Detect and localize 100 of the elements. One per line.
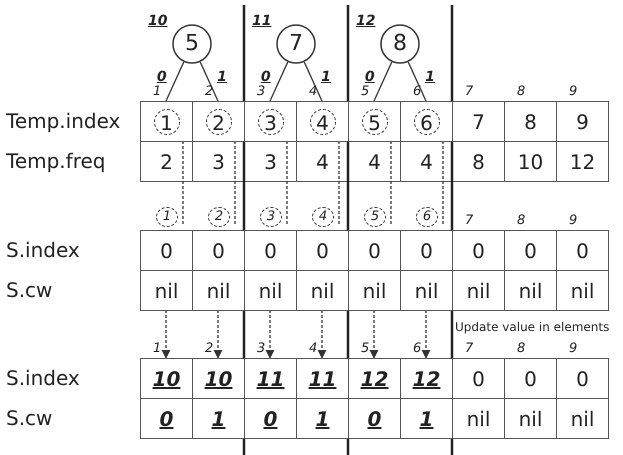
edge-label: 0 bbox=[260, 70, 271, 85]
circled-index-number: 1 bbox=[156, 207, 178, 227]
cell-value: 0 bbox=[524, 368, 537, 390]
array-cell bbox=[400, 270, 453, 311]
cell-value: 0 bbox=[472, 368, 485, 390]
cell-value: 0 bbox=[160, 408, 174, 430]
weight-number: 10 bbox=[148, 14, 168, 28]
cell-value: nil bbox=[206, 280, 230, 302]
cell-value: 0 bbox=[212, 240, 225, 262]
tree-branch-line bbox=[373, 62, 392, 102]
dashed-arrow bbox=[421, 310, 431, 359]
index-number: 7 bbox=[465, 214, 474, 228]
note-text: Update value in elements bbox=[455, 320, 610, 334]
dashed-arrow bbox=[317, 310, 327, 359]
index-number: 9 bbox=[569, 85, 578, 99]
array-cell bbox=[556, 270, 609, 311]
tree-branch-line bbox=[304, 62, 323, 102]
cell-value: nil bbox=[310, 280, 334, 302]
index-number: 3 bbox=[257, 342, 266, 356]
index-number: 2 bbox=[205, 85, 214, 99]
circled-value: 3 bbox=[258, 108, 284, 134]
cell-value: 0 bbox=[264, 408, 278, 430]
array-cell bbox=[348, 270, 401, 311]
dashed-line bbox=[442, 141, 444, 226]
cell-value: 0 bbox=[264, 240, 277, 262]
array-cell bbox=[192, 270, 245, 311]
node-value: 7 bbox=[289, 33, 303, 55]
circled-index-number: 2 bbox=[208, 207, 230, 227]
index-number: 6 bbox=[413, 342, 422, 356]
circled-value: 6 bbox=[414, 108, 440, 134]
edge-label: 0 bbox=[156, 70, 167, 85]
index-number: 9 bbox=[569, 342, 578, 356]
cell-value: nil bbox=[466, 408, 490, 430]
cell-value: 0 bbox=[576, 240, 589, 262]
cell-value: nil bbox=[466, 280, 490, 302]
cell-value: 0 bbox=[316, 240, 329, 262]
row-label: S.cw bbox=[6, 406, 52, 430]
dashed-line bbox=[182, 141, 184, 226]
cell-value: 1 bbox=[212, 408, 226, 430]
cell-value: 12 bbox=[360, 368, 388, 390]
cell-value: nil bbox=[570, 408, 594, 430]
circled-index-number: 5 bbox=[364, 207, 386, 227]
index-number: 4 bbox=[309, 342, 318, 356]
tree-branch-line bbox=[269, 62, 288, 102]
dashed-arrow bbox=[213, 310, 223, 359]
row-label: S.cw bbox=[6, 278, 52, 302]
cell-value: 9 bbox=[576, 110, 589, 132]
dashed-arrow bbox=[265, 310, 275, 359]
index-number: 8 bbox=[517, 342, 526, 356]
cell-value: 0 bbox=[576, 368, 589, 390]
tree-branch-line bbox=[408, 62, 427, 102]
cell-value: 0 bbox=[472, 240, 485, 262]
cell-value: 0 bbox=[160, 240, 173, 262]
cell-value: 0 bbox=[368, 240, 381, 262]
index-number: 5 bbox=[361, 342, 370, 356]
edge-label: 0 bbox=[364, 70, 375, 85]
cell-value: nil bbox=[518, 280, 542, 302]
dashed-line bbox=[234, 141, 236, 226]
circled-value: 2 bbox=[206, 108, 232, 134]
array-cell bbox=[348, 398, 401, 439]
edge-label: 1 bbox=[425, 70, 435, 85]
array-cell bbox=[452, 398, 505, 439]
index-number: 1 bbox=[153, 342, 162, 356]
cell-value: 8 bbox=[524, 110, 537, 132]
tree-branch-line bbox=[165, 62, 184, 102]
array-cell bbox=[192, 398, 245, 439]
cell-value: 1 bbox=[420, 408, 434, 430]
cell-value: nil bbox=[414, 280, 438, 302]
array-cell bbox=[244, 270, 297, 311]
index-number: 4 bbox=[309, 85, 318, 99]
index-number: 7 bbox=[465, 342, 474, 356]
array-cell bbox=[452, 270, 505, 311]
cell-value: nil bbox=[518, 408, 542, 430]
row-label: Temp.freq bbox=[6, 149, 106, 173]
index-number: 8 bbox=[517, 214, 526, 228]
circled-index-number: 4 bbox=[312, 207, 334, 227]
weight-number: 11 bbox=[252, 14, 272, 28]
cell-value: 7 bbox=[472, 110, 485, 132]
array-cell bbox=[244, 398, 297, 439]
cell-value: nil bbox=[570, 280, 594, 302]
array-cell bbox=[400, 398, 453, 439]
dashed-line bbox=[338, 141, 340, 226]
row-label: S.index bbox=[6, 366, 80, 390]
cell-value: 1 bbox=[316, 408, 330, 430]
cell-value: 10 bbox=[152, 368, 180, 390]
dashed-line bbox=[390, 141, 392, 226]
array-cell bbox=[556, 398, 609, 439]
index-number: 3 bbox=[257, 85, 266, 99]
tree-branch-line bbox=[200, 62, 219, 102]
cell-value: 0 bbox=[420, 240, 433, 262]
cell-value: 0 bbox=[368, 408, 382, 430]
cell-value: nil bbox=[362, 280, 386, 302]
cell-value: 0 bbox=[524, 240, 537, 262]
edge-label: 1 bbox=[321, 70, 331, 85]
array-cell bbox=[296, 270, 349, 311]
circled-value: 5 bbox=[362, 108, 388, 134]
array-cell bbox=[296, 398, 349, 439]
cell-value: 12 bbox=[412, 368, 440, 390]
circled-value: 1 bbox=[154, 108, 180, 134]
array-cell: 12 bbox=[556, 141, 609, 182]
